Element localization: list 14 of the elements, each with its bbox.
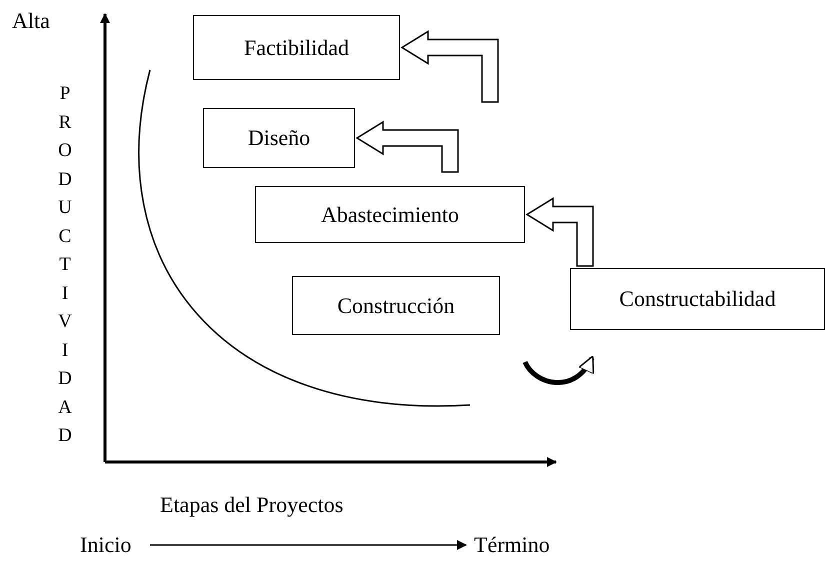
stage-box: Abastecimiento <box>255 186 525 243</box>
axis-title: Etapas del Proyectos <box>160 492 344 518</box>
axis-label: Término <box>474 532 550 558</box>
stage-box: Factibilidad <box>193 15 400 80</box>
block-arrow <box>400 30 499 103</box>
stage-box: Constructabilidad <box>570 268 825 330</box>
block-arrow <box>526 197 594 267</box>
stage-box: Construcción <box>292 276 500 335</box>
block-arrow <box>522 356 594 385</box>
block-arrow <box>356 120 459 173</box>
stage-box: Diseño <box>203 108 355 168</box>
axis-label: Inicio <box>80 532 132 558</box>
axis-label: Alta <box>12 8 50 34</box>
axis-title: PRODUCTIVIDAD <box>57 82 73 448</box>
